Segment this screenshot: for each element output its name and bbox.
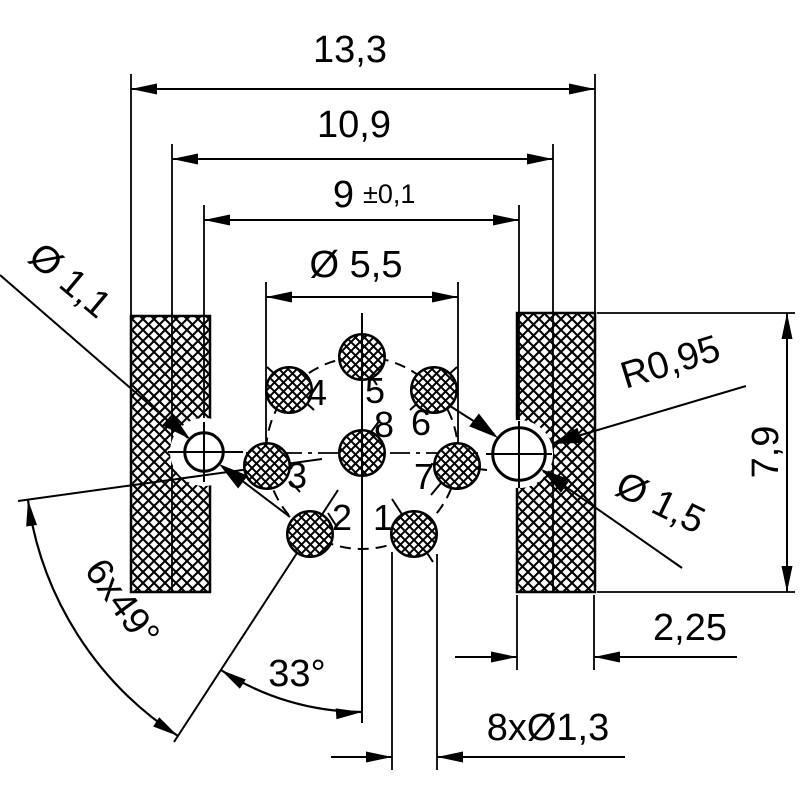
leader-r0-95 bbox=[553, 385, 747, 444]
arrowhead bbox=[131, 83, 157, 95]
dim-text-angle-offset: 33° bbox=[268, 653, 325, 695]
arrowhead bbox=[469, 413, 498, 438]
extension-lines bbox=[130, 74, 795, 770]
dim-text-hole-spacing: 9 bbox=[333, 174, 354, 216]
dim-text-pitch-circle: Ø 5,5 bbox=[310, 244, 403, 286]
arrowhead bbox=[335, 708, 362, 720]
arrowhead bbox=[153, 717, 178, 736]
arrowhead bbox=[551, 427, 583, 444]
dim-text-hole-spacing-tolerance: ±0,1 bbox=[363, 179, 415, 209]
hole-crosshairs bbox=[168, 421, 552, 488]
pin-hole-3 bbox=[243, 442, 291, 490]
pin-hole-6 bbox=[410, 366, 458, 414]
arrowhead bbox=[781, 313, 793, 339]
dim-text-pad-width: 2,25 bbox=[653, 607, 727, 649]
arrowhead bbox=[781, 566, 793, 592]
arrowhead bbox=[569, 83, 595, 95]
pin2-label-tick bbox=[327, 512, 338, 528]
arrowhead bbox=[219, 464, 248, 489]
pin-number-3: 3 bbox=[287, 455, 307, 496]
leader-dia-1-5 bbox=[542, 470, 683, 569]
pin-hole-1 bbox=[390, 510, 438, 558]
arrowhead bbox=[493, 214, 519, 226]
arrowhead bbox=[266, 291, 292, 303]
arrowhead bbox=[491, 651, 517, 663]
arrowhead bbox=[366, 751, 392, 763]
pin-number-6: 6 bbox=[411, 402, 431, 443]
pin-numbers: 1 2 3 4 5 6 7 8 bbox=[287, 370, 434, 538]
arrowhead bbox=[527, 153, 553, 165]
dim-text-overall-width: 13,3 bbox=[313, 29, 387, 71]
pin-number-4: 4 bbox=[307, 372, 327, 413]
pin3-label-tick bbox=[289, 480, 301, 493]
arrowhead bbox=[437, 751, 463, 763]
pin7-label-tick bbox=[430, 482, 442, 496]
arrowhead bbox=[204, 214, 230, 226]
pin-number-7: 7 bbox=[414, 456, 434, 497]
arrowhead bbox=[221, 670, 246, 689]
arc-6x49deg bbox=[26, 499, 179, 737]
arrowhead bbox=[172, 153, 198, 165]
pin-number-5: 5 bbox=[365, 370, 385, 411]
pin-hole-7 bbox=[433, 442, 481, 490]
arrowhead bbox=[162, 413, 190, 439]
dim-text-pad-height: 7,9 bbox=[745, 426, 787, 479]
dim-text-pin-holes: 8xØ1,3 bbox=[487, 707, 610, 749]
dimension-lines bbox=[131, 88, 788, 758]
arrowhead bbox=[594, 651, 620, 663]
arrowheads bbox=[26, 83, 793, 763]
pin-hole-2 bbox=[286, 510, 334, 558]
pin-number-8: 8 bbox=[374, 404, 394, 445]
pin-number-2: 2 bbox=[332, 497, 352, 538]
pin-hole-4 bbox=[265, 366, 313, 414]
arrowhead bbox=[432, 291, 458, 303]
pin-number-1: 1 bbox=[373, 497, 393, 538]
arrowhead bbox=[541, 469, 571, 493]
dim-text-inner-width: 10,9 bbox=[317, 104, 391, 146]
arrowhead bbox=[26, 500, 38, 527]
pin8-label-tick bbox=[370, 419, 381, 433]
leader-dia-1-1 bbox=[0, 274, 189, 439]
locating-holes bbox=[168, 421, 552, 488]
